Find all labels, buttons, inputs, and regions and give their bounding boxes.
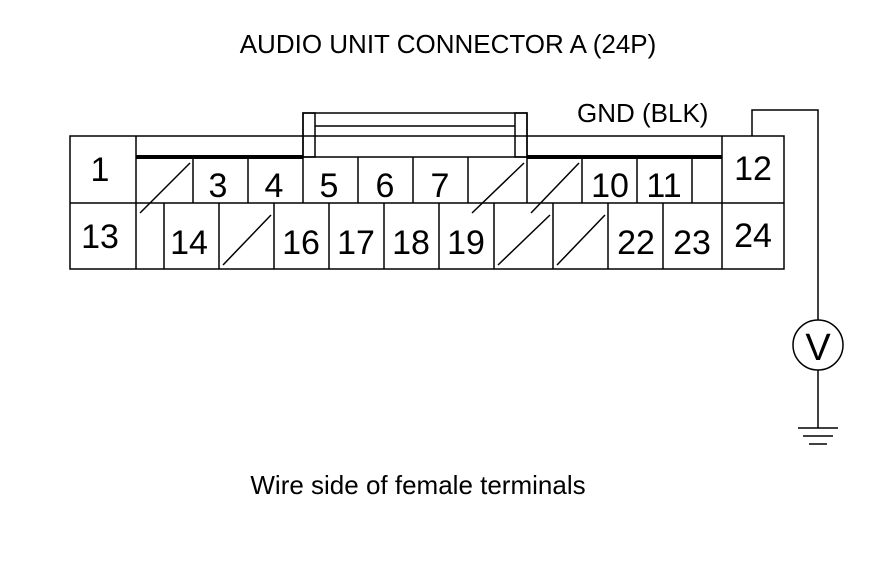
pin-label: 11 bbox=[646, 167, 681, 205]
pin-label: 24 bbox=[734, 217, 772, 255]
diagram-caption: Wire side of female terminals bbox=[250, 470, 585, 500]
pin-label: 14 bbox=[170, 224, 208, 262]
unused-cavity-15 bbox=[222, 214, 272, 266]
pin-label: 19 bbox=[447, 224, 485, 262]
pin-label: 16 bbox=[282, 224, 320, 262]
bottom-row-pins: 13 14 16 17 18 19 22 23 24 bbox=[81, 217, 772, 262]
pin-label: 13 bbox=[81, 218, 119, 256]
unused-cavity-20 bbox=[497, 214, 551, 266]
pin-label: 6 bbox=[376, 167, 395, 205]
pin-label: 4 bbox=[265, 167, 284, 205]
pin-label: 7 bbox=[431, 167, 450, 205]
unused-cavity-2 bbox=[139, 162, 191, 214]
ground-wire-label: GND (BLK) bbox=[577, 98, 708, 128]
pin-label: 18 bbox=[392, 224, 430, 262]
pin-label: 1 bbox=[91, 151, 110, 189]
pin-label: 3 bbox=[209, 167, 228, 205]
unused-cavity-9 bbox=[530, 162, 580, 214]
pin-label: 10 bbox=[591, 167, 629, 205]
pin-label-probed: 12 bbox=[734, 150, 772, 188]
diagram-title: AUDIO UNIT CONNECTOR A (24P) bbox=[240, 29, 657, 59]
connector-body bbox=[69, 112, 785, 270]
probe-wire bbox=[751, 109, 819, 320]
voltmeter-symbol: V bbox=[805, 327, 831, 369]
unused-cavity-21 bbox=[556, 214, 606, 266]
pin-label: 17 bbox=[337, 224, 375, 262]
pin-label: 23 bbox=[673, 224, 711, 262]
pin-label: 5 bbox=[320, 167, 339, 205]
ground-icon bbox=[798, 427, 838, 445]
voltmeter-icon: V bbox=[792, 319, 844, 371]
unused-cavity-8 bbox=[471, 162, 525, 214]
pin-label: 22 bbox=[617, 224, 655, 262]
top-row-pins: 1 3 4 5 6 7 10 11 12 bbox=[91, 150, 772, 205]
